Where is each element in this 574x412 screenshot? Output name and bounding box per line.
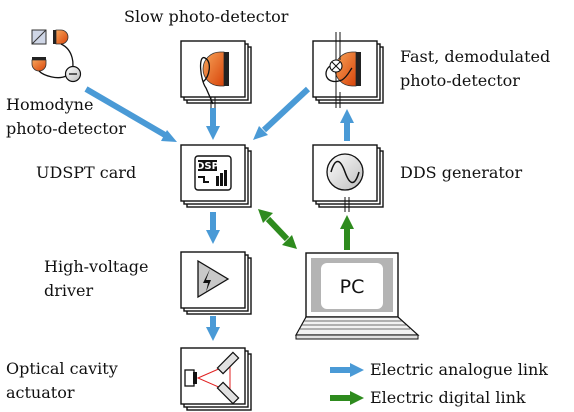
optical-cavity-actuator-card <box>180 347 252 411</box>
legend-analogue-entry: Electric analogue link <box>330 360 548 379</box>
actuator-label-line2: actuator <box>6 383 75 402</box>
arrow-udspt-pc-bidirectional <box>258 209 297 249</box>
slow-photodetector-card <box>180 40 252 108</box>
arrow-homodyne-to-udspt <box>84 86 177 142</box>
fast-photodetector-card <box>312 32 384 108</box>
udspt-card: DSP <box>180 144 252 208</box>
slow-detector-label: Slow photo-detector <box>124 7 289 26</box>
homodyne-label-line2: photo-detector <box>6 119 126 138</box>
legend-analogue-label: Electric analogue link <box>370 360 548 379</box>
arrow-pc-to-dds <box>340 215 354 250</box>
legend-digital-entry: Electric digital link <box>330 388 526 407</box>
pc-computer: PC <box>294 252 420 340</box>
arrow-hv-to-actuator <box>206 316 220 341</box>
legend-digital-label: Electric digital link <box>370 388 526 407</box>
fast-detector-label-line1: Fast, demodulated <box>400 47 550 66</box>
pc-label: PC <box>340 276 365 298</box>
analogue-links <box>84 86 354 341</box>
homodyne-detector-icon <box>31 29 82 83</box>
fast-detector-label-line2: photo-detector <box>400 71 520 90</box>
hv-driver-label-line1: High-voltage <box>44 257 149 276</box>
high-voltage-driver-card <box>180 251 252 315</box>
arrow-udspt-to-hv <box>206 212 220 244</box>
legend: Electric analogue link Electric digital … <box>330 360 548 407</box>
digital-links <box>258 209 354 250</box>
udspt-label: UDSPT card <box>36 163 136 182</box>
actuator-label-line1: Optical cavity <box>6 359 118 378</box>
arrow-dds-to-fast <box>340 109 354 141</box>
arrow-fast-to-udspt <box>253 86 311 140</box>
hv-driver-label-line2: driver <box>44 281 94 300</box>
dds-generator-card <box>312 144 384 212</box>
arrow-slow-to-udspt <box>206 108 220 140</box>
dsp-chip-label: DSP <box>196 161 219 172</box>
homodyne-label-line1: Homodyne <box>6 95 93 114</box>
dds-label: DDS generator <box>400 163 522 182</box>
